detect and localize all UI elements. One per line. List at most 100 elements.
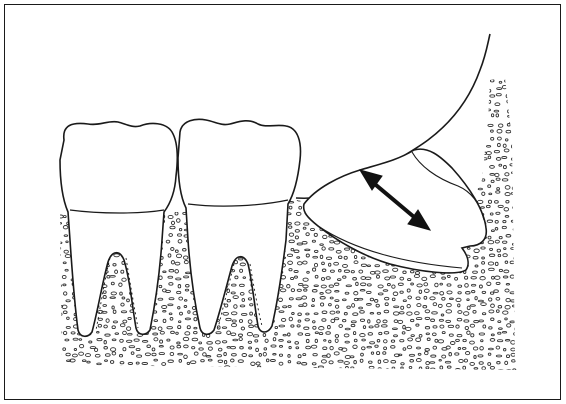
bone-speckle bbox=[262, 79, 267, 82]
bone-speckle bbox=[472, 128, 478, 131]
bone-speckle bbox=[317, 173, 323, 176]
bone-speckle bbox=[55, 360, 59, 363]
bone-speckle bbox=[283, 121, 286, 123]
bone-speckle bbox=[195, 87, 198, 89]
bone-speckle bbox=[386, 142, 390, 145]
bone-speckle bbox=[177, 202, 182, 204]
bone-speckle bbox=[466, 121, 470, 123]
bone-speckle bbox=[479, 145, 482, 148]
bone-speckle bbox=[414, 142, 418, 145]
bone-speckle bbox=[314, 115, 318, 118]
bone-speckle bbox=[451, 87, 455, 90]
bone-speckle bbox=[448, 131, 453, 134]
bone-speckle bbox=[512, 360, 516, 362]
bone-speckle bbox=[478, 172, 482, 174]
bone-speckle bbox=[400, 81, 405, 84]
bone-speckle bbox=[147, 88, 150, 90]
bone-speckle bbox=[289, 114, 293, 116]
bone-speckle bbox=[195, 369, 198, 371]
bone-speckle bbox=[347, 131, 350, 133]
bone-speckle bbox=[474, 179, 479, 181]
bone-speckle bbox=[424, 137, 428, 139]
bone-speckle bbox=[315, 80, 318, 82]
bone-speckle bbox=[351, 94, 355, 97]
bone-speckle bbox=[57, 137, 62, 140]
bone-speckle bbox=[170, 370, 173, 372]
bone-speckle bbox=[350, 139, 354, 141]
bone-speckle bbox=[280, 79, 283, 81]
bone-speckle bbox=[248, 82, 252, 85]
bone-speckle bbox=[250, 368, 253, 370]
bone-speckle bbox=[65, 115, 69, 117]
bone-speckle bbox=[184, 90, 188, 92]
bone-speckle bbox=[426, 114, 429, 117]
bone-speckle bbox=[248, 95, 251, 97]
bone-speckle bbox=[79, 368, 84, 371]
bone-speckle bbox=[59, 110, 62, 112]
bone-speckle bbox=[146, 97, 151, 99]
bone-speckle bbox=[434, 116, 438, 119]
bone-speckle bbox=[307, 117, 311, 120]
bone-speckle bbox=[338, 143, 342, 145]
bone-speckle bbox=[449, 80, 454, 82]
bone-speckle bbox=[329, 115, 333, 117]
bone-speckle bbox=[346, 116, 352, 118]
bone-speckle bbox=[144, 104, 148, 106]
bone-speckle bbox=[238, 107, 243, 110]
bone-speckle bbox=[179, 368, 182, 371]
bone-speckle bbox=[361, 159, 364, 161]
bone-speckle bbox=[182, 369, 187, 372]
bone-speckle bbox=[479, 362, 483, 365]
bone-speckle bbox=[242, 80, 245, 84]
bone-speckle bbox=[369, 114, 373, 116]
bone-speckle bbox=[98, 107, 103, 110]
bone-speckle bbox=[479, 82, 483, 84]
bone-speckle bbox=[281, 114, 284, 117]
bone-speckle bbox=[119, 366, 123, 368]
bone-speckle bbox=[241, 93, 246, 96]
bone-speckle bbox=[488, 89, 491, 92]
bone-speckle bbox=[401, 367, 404, 369]
bone-speckle bbox=[464, 136, 469, 139]
bone-speckle bbox=[168, 122, 173, 126]
bone-speckle bbox=[463, 366, 466, 369]
bone-speckle bbox=[275, 122, 279, 124]
bone-speckle bbox=[297, 86, 302, 89]
bone-speckle bbox=[319, 116, 323, 118]
bone-speckle bbox=[378, 158, 380, 161]
bone-speckle bbox=[104, 109, 108, 112]
bone-speckle bbox=[515, 180, 518, 184]
bone-speckle bbox=[57, 353, 61, 356]
bone-speckle bbox=[282, 107, 287, 109]
bone-speckle bbox=[463, 151, 466, 153]
bone-speckle bbox=[467, 103, 470, 106]
bone-speckle bbox=[434, 89, 439, 91]
bone-speckle bbox=[455, 89, 459, 92]
bone-speckle bbox=[361, 153, 365, 156]
bone-speckle bbox=[312, 187, 317, 189]
bone-speckle bbox=[313, 368, 317, 371]
bone-speckle bbox=[200, 104, 205, 106]
bone-speckle bbox=[55, 346, 57, 349]
bone-speckle bbox=[223, 88, 227, 90]
bone-speckle bbox=[297, 79, 300, 82]
bone-speckle bbox=[426, 367, 429, 369]
bone-speckle bbox=[384, 151, 389, 154]
bone-speckle bbox=[159, 108, 162, 110]
bone-speckle bbox=[120, 87, 123, 89]
bone-speckle bbox=[175, 192, 178, 194]
bone-speckle bbox=[352, 110, 357, 114]
bone-speckle bbox=[155, 114, 159, 116]
bone-speckle bbox=[342, 139, 347, 141]
bone-speckle bbox=[143, 108, 146, 111]
bone-speckle bbox=[55, 166, 58, 168]
bone-speckle bbox=[433, 143, 435, 145]
bone-speckle bbox=[223, 80, 228, 83]
bone-speckle bbox=[303, 110, 307, 113]
bone-speckle bbox=[153, 80, 158, 83]
bone-speckle bbox=[115, 97, 118, 99]
bone-speckle bbox=[474, 368, 478, 370]
bone-speckle bbox=[391, 131, 396, 133]
bone-speckle bbox=[298, 124, 303, 127]
bone-speckle bbox=[375, 145, 379, 148]
